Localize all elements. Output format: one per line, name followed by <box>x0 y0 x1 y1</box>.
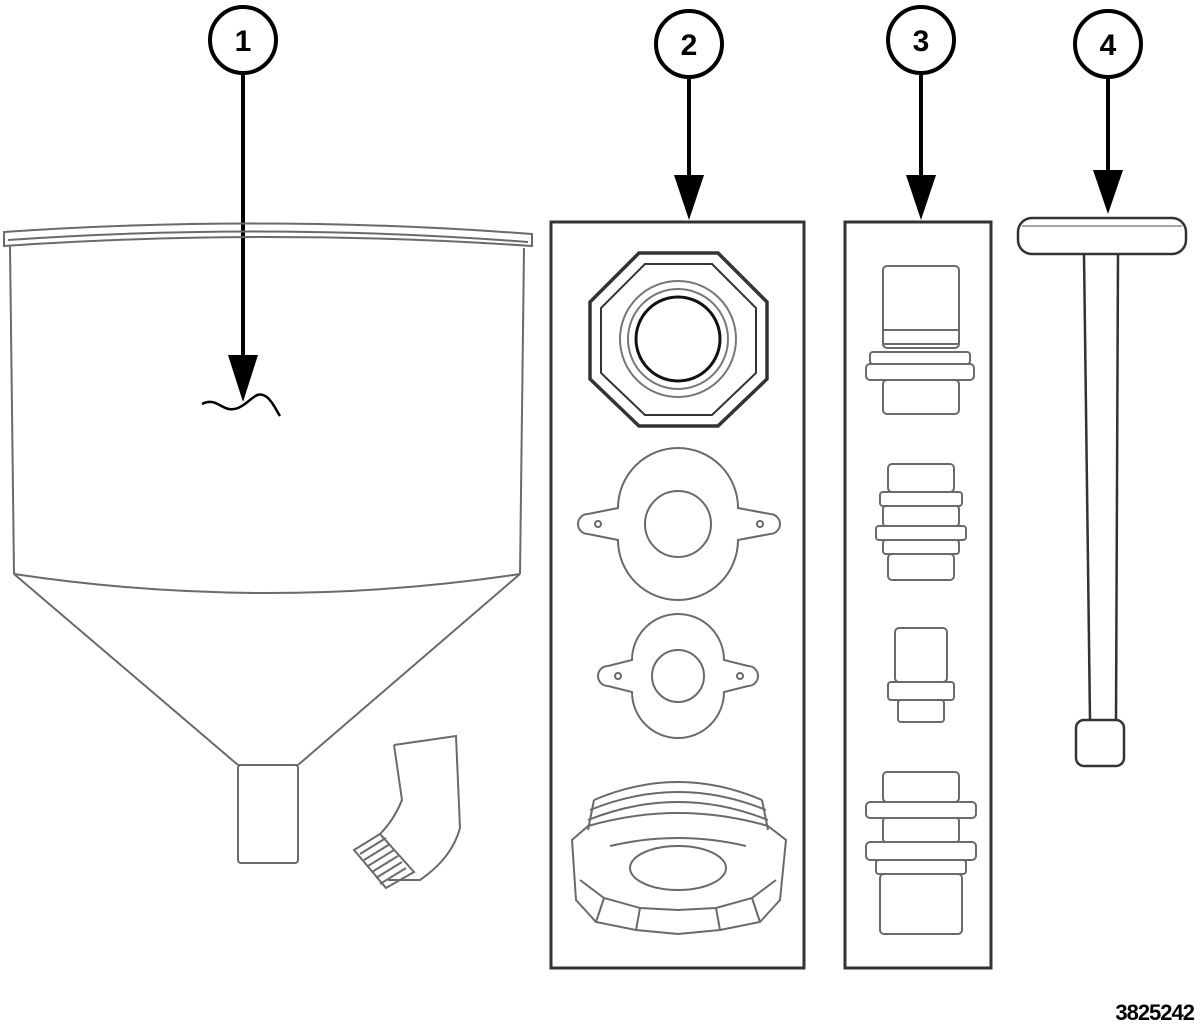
callout-3-label: 3 <box>913 25 930 58</box>
threaded-cap <box>570 781 788 936</box>
callout-1: 1 <box>201 5 282 417</box>
fitting-4 <box>865 771 977 935</box>
cap-adapter-panel <box>549 220 806 970</box>
fitting-1 <box>865 265 975 415</box>
callout-2-label: 2 <box>681 29 698 62</box>
funnel <box>3 222 533 864</box>
fitting-2 <box>875 463 967 581</box>
callout-4: 4 <box>1073 9 1143 214</box>
callout-4-label: 4 <box>1100 29 1117 62</box>
elbow-nozzle <box>352 734 462 890</box>
flange-adapter-large <box>577 447 781 601</box>
callout-3: 3 <box>886 5 956 220</box>
t-handle-tool <box>1016 216 1188 768</box>
callout-1-label: 1 <box>235 25 252 58</box>
flange-adapter-small <box>597 613 759 739</box>
octagon-adapter <box>588 251 769 428</box>
figure-number: 3825242 <box>1115 1000 1195 1025</box>
callout-2: 2 <box>654 9 724 220</box>
fitting-panel <box>843 220 993 970</box>
fitting-3 <box>887 627 955 723</box>
